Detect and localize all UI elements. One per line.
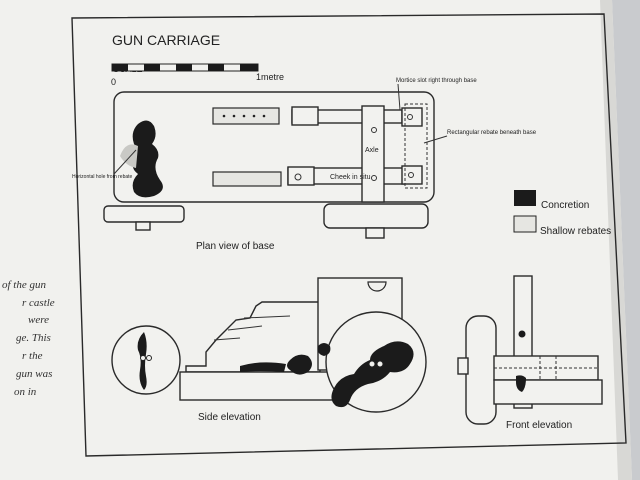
plan-wheel-right-hub	[365, 227, 385, 239]
plan-mortice-bottom-hole	[408, 172, 414, 178]
plan-wheel-right	[323, 203, 429, 229]
side-wheel-right-hub-1	[368, 360, 376, 368]
front-post-concretion	[518, 330, 526, 338]
figure-frame	[71, 13, 627, 457]
plan-caption: Plan view of base	[196, 241, 275, 252]
plan-hole-leader	[113, 149, 137, 175]
side-text-line-1: of the gun	[2, 279, 46, 291]
side-text-line-3: were	[28, 314, 49, 326]
plan-axle-hole-2	[371, 175, 377, 181]
side-concretion-b	[240, 362, 286, 372]
plan-concretion-shadow	[120, 144, 138, 168]
legend-swatch-rebates	[513, 215, 537, 233]
front-base-concretion	[516, 375, 526, 392]
side-text-line-5: r the	[22, 350, 43, 362]
plan-cheek-top-end	[291, 106, 319, 126]
scale-bar-blocks	[112, 64, 258, 71]
plan-mortice-top-hole	[407, 114, 413, 120]
side-caption: Side elevation	[198, 412, 261, 423]
side-text-line-6: gun was	[16, 368, 52, 380]
side-text-line-2: r castle	[22, 297, 55, 309]
plan-mortice-label: Mortice slot right through base	[396, 78, 477, 84]
plan-axle-label: Axle	[365, 147, 379, 154]
front-beam-dashes	[494, 356, 598, 380]
scale-zero: 0	[111, 77, 116, 87]
scale-end: 1metre	[256, 72, 284, 82]
plan-hole-label: Horizontal hole from rebate	[72, 174, 133, 180]
plan-axle	[361, 105, 385, 203]
side-wheel-left-hub-2	[146, 355, 152, 361]
legend-swatch-concretion	[514, 190, 536, 206]
side-wheel-right-hub-2	[376, 360, 384, 368]
side-concretion-c	[317, 343, 331, 356]
side-wheel-left	[111, 325, 181, 395]
plan-rebate-bottom	[212, 171, 282, 187]
figure-title: GUN CARRIAGE	[112, 32, 220, 48]
plan-cheek-label: Cheek in situ	[330, 174, 371, 181]
plan-pin-bottom	[294, 173, 302, 181]
legend-label-concretion: Concretion	[541, 200, 589, 211]
plan-rebate-dashed	[404, 103, 428, 189]
plan-rebate-dots	[222, 114, 266, 118]
plan-mortice-bottom	[401, 165, 423, 185]
front-base	[493, 379, 603, 405]
front-wheel	[465, 315, 497, 425]
legend-label-rebates: Shallow rebates	[540, 226, 611, 237]
side-wheel-left-hub-1	[140, 355, 146, 361]
side-wheel-left-spoke	[137, 332, 147, 390]
side-steps-inner	[213, 315, 291, 341]
side-text-line-7: on in	[14, 386, 37, 398]
plan-rect-label: Rectangular rebate beneath base	[447, 130, 537, 136]
plan-axle-hole-1	[371, 127, 377, 133]
plan-wheel-left	[103, 205, 185, 223]
plan-wheel-left-hub	[135, 221, 151, 231]
front-caption: Front elevation	[506, 420, 572, 431]
plan-rect-leader	[423, 135, 448, 144]
side-text-line-4: ge. This	[16, 332, 51, 344]
side-wheel-right-concretion	[331, 341, 414, 408]
plan-rebate-top	[212, 107, 280, 125]
plan-mortice-leader	[397, 83, 401, 111]
plan-concretion	[132, 120, 163, 198]
side-concretion-a	[287, 354, 312, 375]
side-post-notch	[367, 281, 387, 292]
front-hub	[457, 357, 469, 375]
